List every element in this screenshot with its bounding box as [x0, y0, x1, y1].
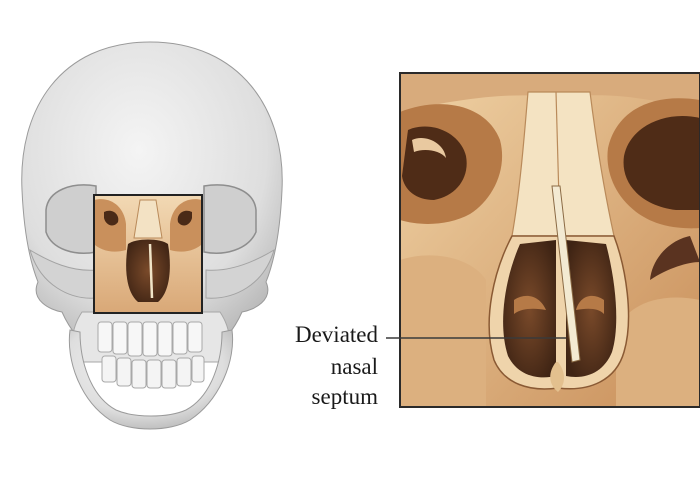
right-orbit: [204, 185, 256, 253]
annotation-label-line-1: Deviated: [258, 322, 378, 348]
lower-teeth: [102, 356, 204, 388]
skull-figure: [22, 42, 283, 429]
annotation-label-line-2: nasal: [258, 354, 378, 380]
skull-nasal-highlight: [94, 195, 202, 313]
left-orbit: [46, 185, 96, 253]
nasal-detail-panel: [400, 73, 700, 407]
upper-teeth: [98, 322, 202, 356]
annotation-label-line-3: septum: [258, 384, 378, 410]
